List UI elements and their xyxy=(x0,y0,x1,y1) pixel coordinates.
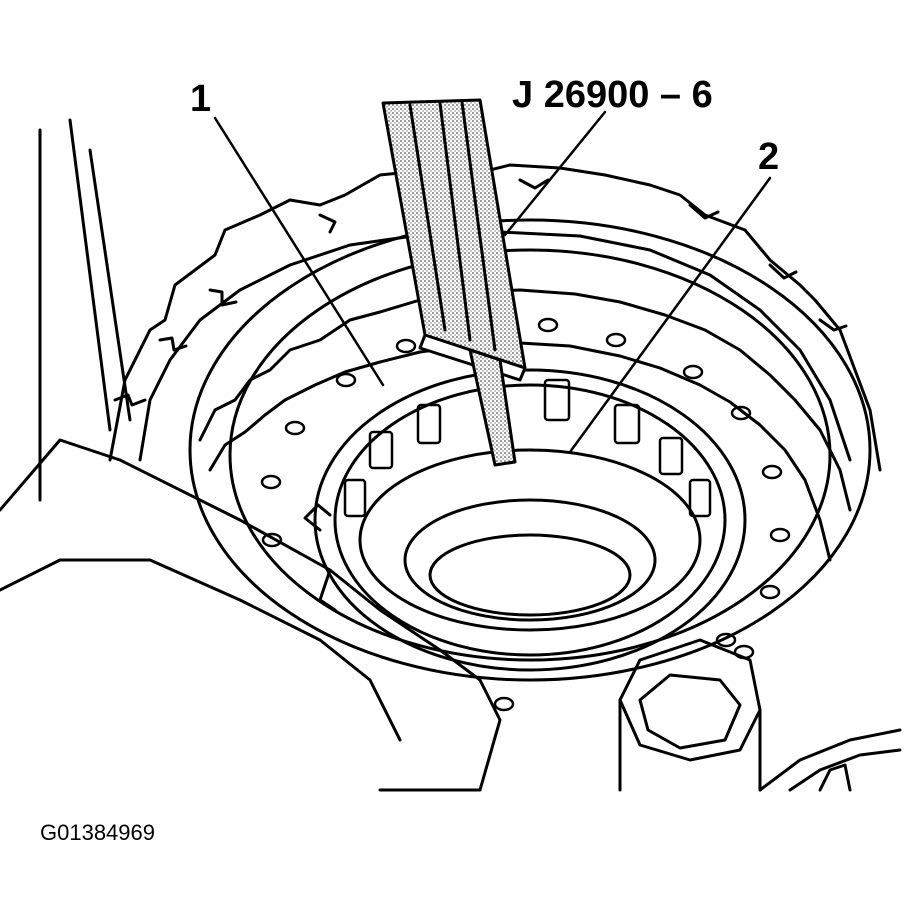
hex-bolt xyxy=(618,638,762,792)
leader-item-1 xyxy=(213,116,385,387)
housing-right-lower xyxy=(758,728,902,792)
ring-holes xyxy=(260,317,791,712)
callout-tool-number: J 26900 – 6 xyxy=(512,74,713,116)
callout-item-2: 2 xyxy=(758,136,780,178)
inner-hub xyxy=(303,368,747,672)
tool-j26900-6 xyxy=(381,98,527,467)
leader-lines xyxy=(213,110,772,454)
snap-ring-lugs xyxy=(343,378,712,518)
housing-left-edge xyxy=(38,118,132,502)
support-bracket xyxy=(0,438,502,792)
callout-item-1: 1 xyxy=(190,78,212,120)
leader-item-2 xyxy=(568,176,772,454)
leader-tool xyxy=(503,110,607,237)
figure-id-label: G01384969 xyxy=(40,820,155,845)
